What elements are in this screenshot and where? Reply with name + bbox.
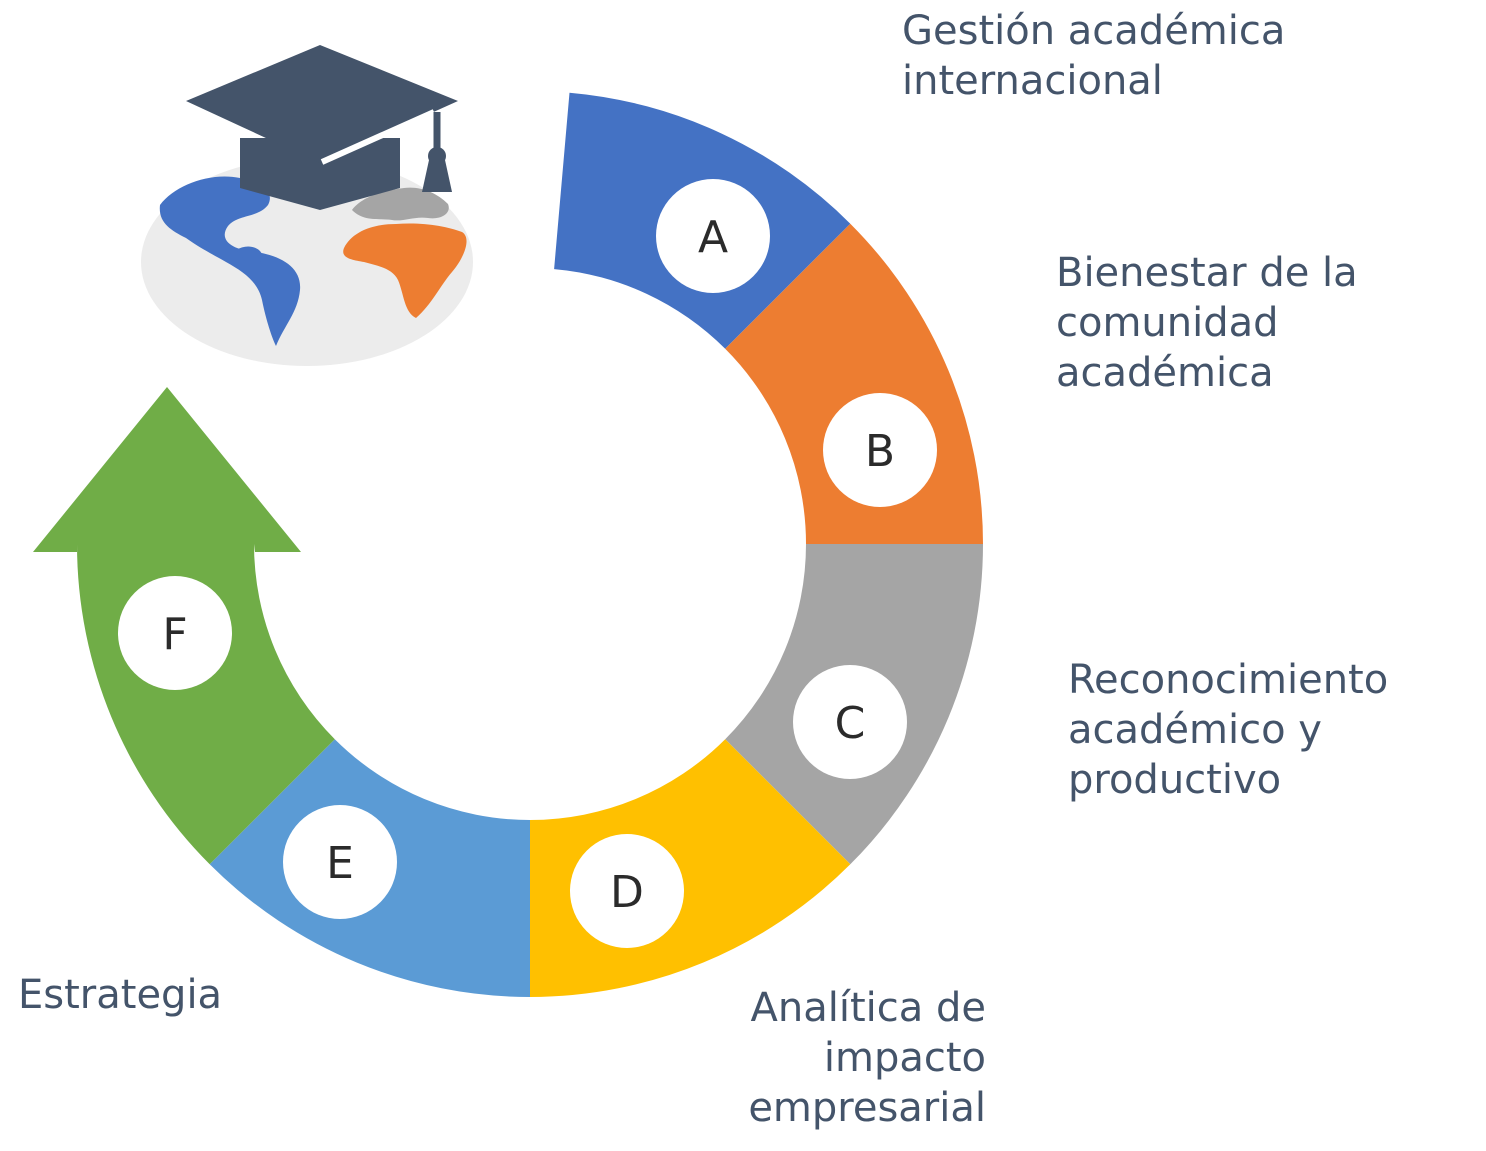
badge-d: D [570, 834, 684, 948]
badge-letter: C [835, 698, 866, 749]
segment-b-label: Bienestar de la comunidad académica [1056, 250, 1358, 396]
badge-c: C [793, 665, 907, 779]
badge-letter: E [326, 838, 354, 889]
badge-circle [656, 179, 770, 293]
badge-a: A [656, 179, 770, 293]
badge-circle [118, 576, 232, 690]
badge-circle [823, 393, 937, 507]
segment-a-label: Gestión académica internacional [902, 8, 1286, 104]
badge-circle [793, 665, 907, 779]
badge-letter: B [865, 426, 895, 477]
globe-with-graduation-cap-icon [141, 45, 473, 366]
badge-e: E [283, 805, 397, 919]
badge-letter: F [162, 609, 187, 660]
segment-d-label: Analítica de impacto empresarial [748, 985, 986, 1131]
segment-f-label: Estrategia [18, 972, 223, 1018]
badge-circle [570, 834, 684, 948]
badge-letter: D [610, 867, 644, 918]
segment-c-label: Reconocimiento académico y productivo [1068, 657, 1389, 803]
badge-f: F [118, 576, 232, 690]
badge-b: B [823, 393, 937, 507]
badge-letter: A [698, 212, 728, 263]
letter-badges: A B C D E F [118, 179, 937, 948]
badge-circle [283, 805, 397, 919]
